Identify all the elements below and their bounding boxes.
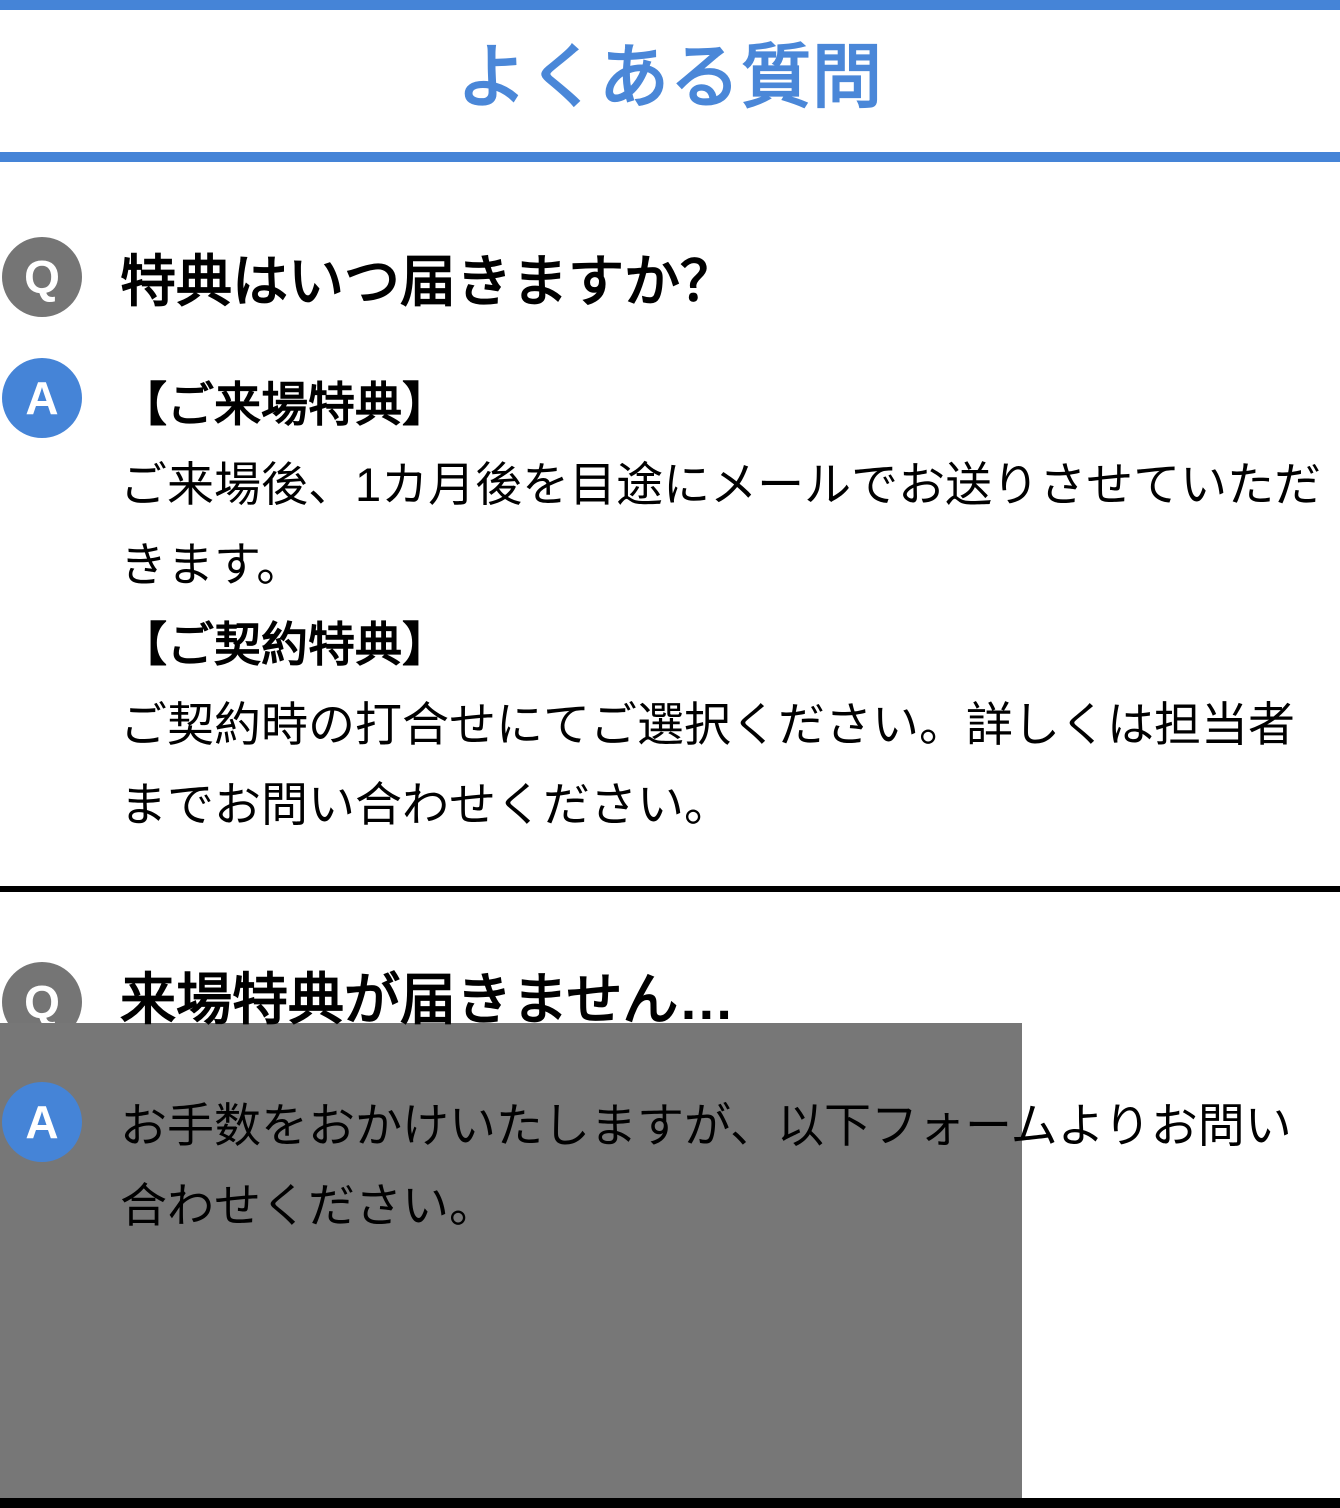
answer-icon-letter: A <box>25 372 59 424</box>
answer-icon: A <box>2 1082 82 1162</box>
page-title: よくある質問 <box>457 38 883 116</box>
answer-1-heading-1: 【ご来場特典】 <box>120 378 449 431</box>
gray-overlay-block <box>0 1023 1022 1498</box>
question-icon-letter: Q <box>24 976 60 1028</box>
question-icon: Q <box>2 237 82 317</box>
title-underline-bar <box>0 152 1340 162</box>
faq-question-2: 来場特典が届きません… <box>120 968 735 1031</box>
faq-question-1: 特典はいつ届きますか？ <box>120 250 736 313</box>
top-accent-bar <box>0 0 1340 10</box>
bottom-black-bar <box>0 1498 1340 1508</box>
answer-icon-letter: A <box>25 1096 59 1148</box>
answer-1-heading-2: 【ご契約特典】 <box>120 618 449 671</box>
faq-answer-2: お手数をおかけいたしますが、以下フォームよりお問い合わせください。 <box>120 1086 1336 1246</box>
question-icon-letter: Q <box>24 251 60 303</box>
answer-1-body-1: ご来場後、1カ月後を目途にメールでお送りさせていただきます。 <box>120 458 1322 591</box>
answer-2-body: お手数をおかけいたしますが、以下フォームよりお問い合わせください。 <box>120 1099 1292 1232</box>
answer-1-body-2: ご契約時の打合せにてご選択ください。詳しくは担当者までお問い合わせください。 <box>120 698 1295 831</box>
faq-answer-1: 【ご来場特典】 ご来場後、1カ月後を目途にメールでお送りさせていただきます。 【… <box>120 365 1336 845</box>
section-divider <box>0 886 1340 892</box>
answer-icon: A <box>2 358 82 438</box>
